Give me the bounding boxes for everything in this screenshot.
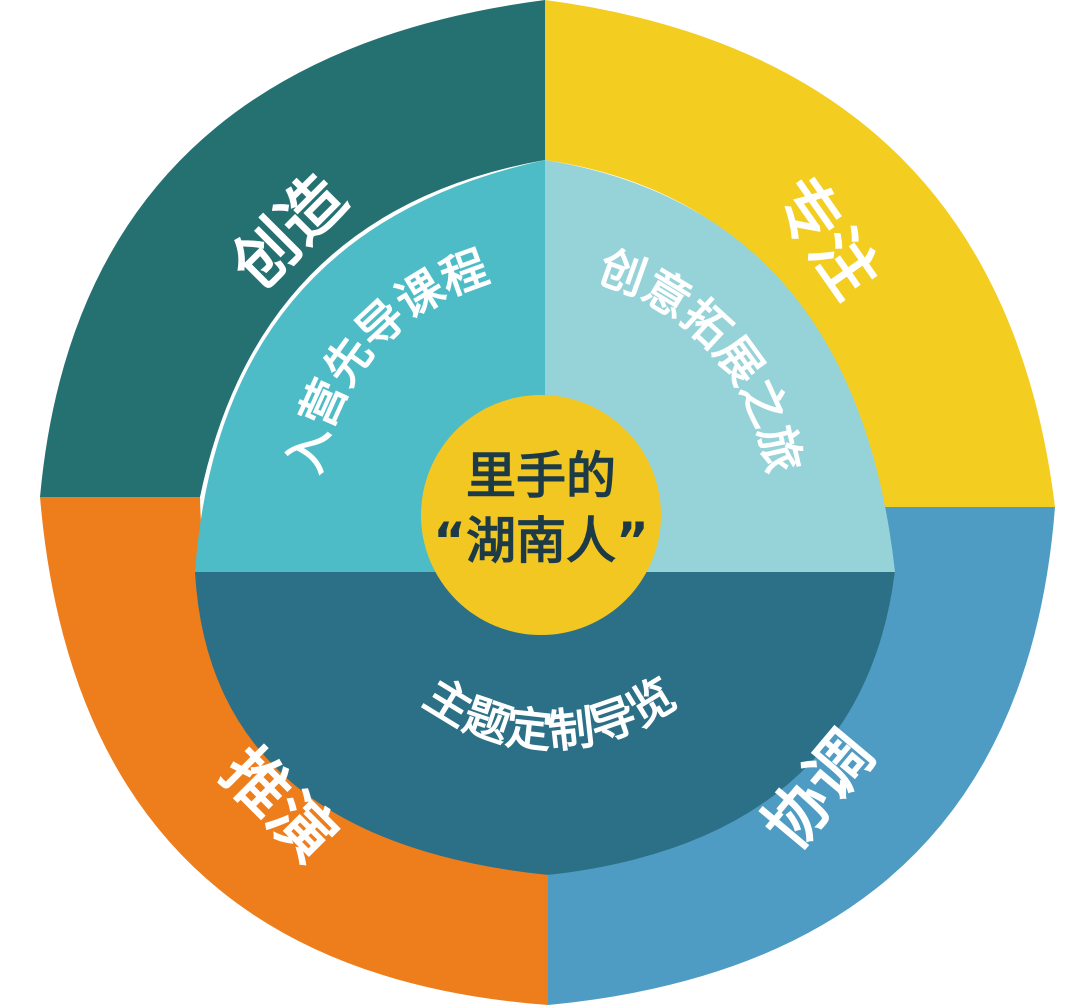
outer-segment-coordinate xyxy=(548,507,1055,1005)
center-title-line2: “湖南人” xyxy=(433,512,649,570)
outer-segment-deduce xyxy=(40,497,548,1005)
inner-segment-theme-tour xyxy=(195,572,895,875)
center-title-line1: 里手的 xyxy=(466,447,616,505)
outer-segment-create xyxy=(40,0,545,497)
outer-segment-focus xyxy=(545,0,1055,507)
center-circle xyxy=(421,395,661,635)
